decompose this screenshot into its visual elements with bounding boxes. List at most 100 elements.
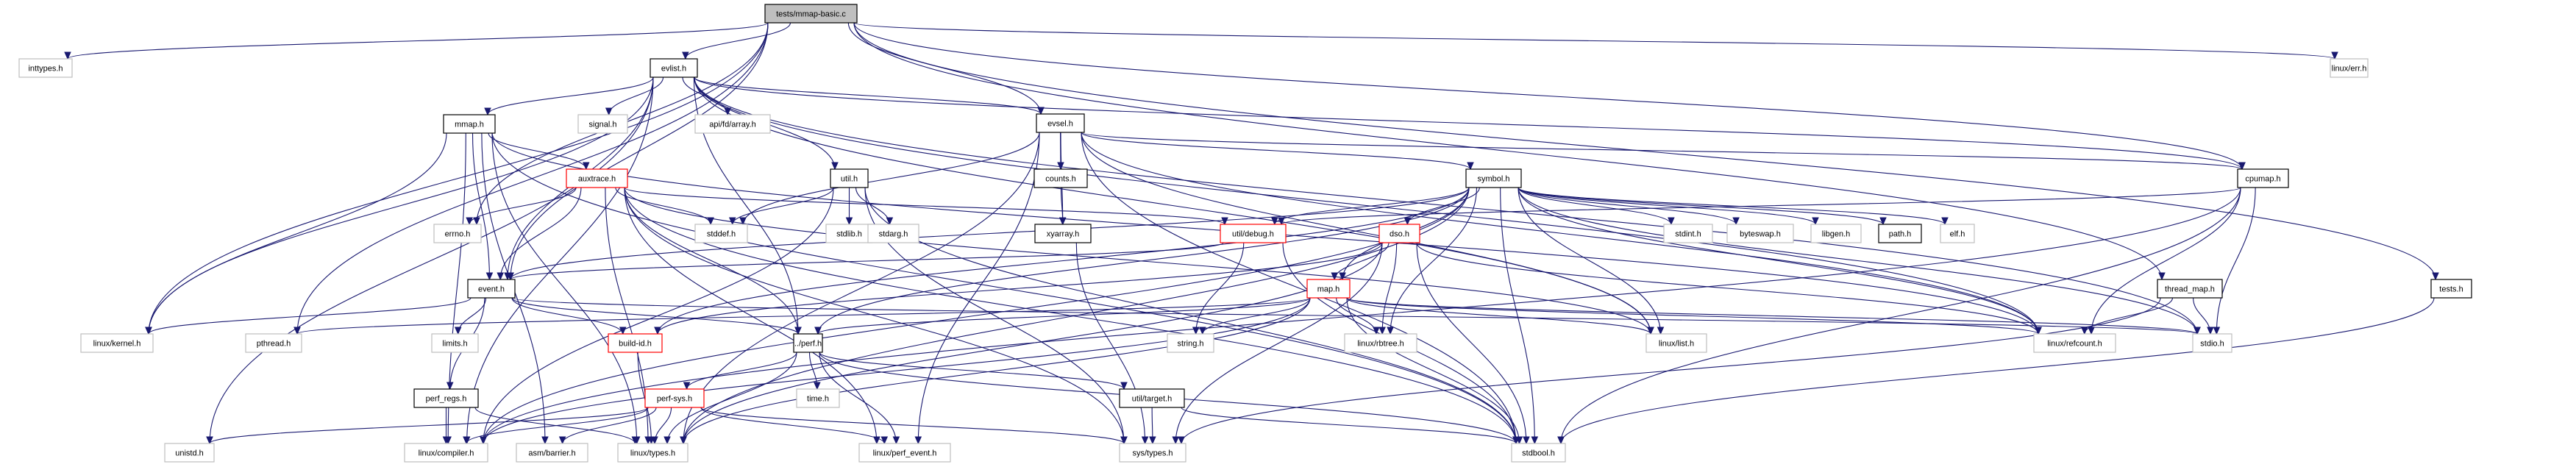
arrowhead-icon [484,107,491,116]
node-buildid[interactable]: build-id.h [608,333,663,353]
node-stdbool[interactable]: stdbool.h [1511,443,1566,463]
node-box[interactable] [1119,388,1185,408]
node-xyarray[interactable]: xyarray.h [1034,224,1092,243]
node-box[interactable] [1378,224,1420,243]
node-box[interactable] [2237,168,2289,188]
node-refcount[interactable]: linux/refcount.h [2033,333,2116,353]
node-perf-event[interactable]: linux/perf_event.h [858,443,951,463]
node-box[interactable] [1726,224,1794,243]
node-box[interactable] [1645,333,1707,353]
node-box[interactable] [1465,168,1522,188]
node-box[interactable] [1810,224,1862,243]
node-barrier[interactable]: asm/barrier.h [516,443,588,463]
node-unistd[interactable]: unistd.h [164,443,215,463]
node-box[interactable] [404,443,488,463]
node-thread-map[interactable]: thread_map.h [2157,279,2223,299]
node-auxtrace[interactable]: auxtrace.h [566,168,628,188]
node-map[interactable]: map.h [1306,279,1351,299]
node-cpumap[interactable]: cpumap.h [2237,168,2289,188]
node-path[interactable]: path.h [1878,224,1922,243]
node-box[interactable] [577,114,628,134]
node-stdarg[interactable]: stdarg.h [867,224,919,243]
node-box[interactable] [764,4,858,24]
node-limits[interactable]: limits.h [431,333,479,353]
node-box[interactable] [650,58,698,78]
node-box[interactable] [245,333,302,353]
node-box[interactable] [1220,224,1287,243]
node-box[interactable] [830,168,869,188]
node-box[interactable] [694,224,748,243]
node-inttypes[interactable]: inttypes.h [18,58,73,78]
node-box[interactable] [1036,113,1085,133]
node-signal[interactable]: signal.h [577,114,628,134]
node-perf-regs[interactable]: perf_regs.h [413,388,479,408]
node-libgen[interactable]: libgen.h [1810,224,1862,243]
node-stdio[interactable]: stdio.h [2192,333,2232,353]
node-box[interactable] [164,443,215,463]
node-box[interactable] [2192,333,2232,353]
node-box[interactable] [1033,168,1088,188]
node-stdint[interactable]: stdint.h [1663,224,1713,243]
node-box[interactable] [608,333,663,353]
node-rbtree[interactable]: linux/rbtree.h [1344,333,1417,353]
node-stdlib[interactable]: stdlib.h [825,224,873,243]
node-pthread[interactable]: pthread.h [245,333,302,353]
node-box[interactable] [1344,333,1417,353]
node-box[interactable] [566,168,628,188]
node-byteswap[interactable]: byteswap.h [1726,224,1794,243]
node-target[interactable]: util/target.h [1119,388,1185,408]
node-box[interactable] [1119,443,1186,463]
node-box[interactable] [2430,279,2472,299]
node-box[interactable] [2330,58,2369,78]
node-event[interactable]: event.h [467,279,516,299]
node-box[interactable] [867,224,919,243]
node-box[interactable] [1878,224,1922,243]
node-tests[interactable]: tests.h [2430,279,2472,299]
node-stddef[interactable]: stddef.h [694,224,748,243]
node-box[interactable] [516,443,588,463]
node-box[interactable] [858,443,951,463]
node-symbol[interactable]: symbol.h [1465,168,1522,188]
node-fdarray[interactable]: api/fd/array.h [694,114,771,134]
node-counts[interactable]: counts.h [1033,168,1088,188]
node-string[interactable]: string.h [1167,333,1214,353]
node-box[interactable] [18,58,73,78]
node-evlist[interactable]: evlist.h [650,58,698,78]
node-box[interactable] [413,388,479,408]
node-mmap[interactable]: mmap.h [443,114,496,134]
node-box[interactable] [80,333,154,353]
node-errno[interactable]: errno.h [433,224,482,243]
node-box[interactable] [431,333,479,353]
node-box[interactable] [433,224,482,243]
node-util[interactable]: util.h [830,168,869,188]
node-debug[interactable]: util/debug.h [1220,224,1287,243]
node-dso[interactable]: dso.h [1378,224,1420,243]
node-time[interactable]: time.h [796,388,840,408]
node-box[interactable] [644,388,705,408]
node-box[interactable] [1940,224,1975,243]
node-box[interactable] [2033,333,2116,353]
node-perf-sys[interactable]: perf-sys.h [644,388,705,408]
node-compiler[interactable]: linux/compiler.h [404,443,488,463]
node-box[interactable] [467,279,516,299]
node-elf[interactable]: elf.h [1940,224,1975,243]
node-list[interactable]: linux/list.h [1645,333,1707,353]
node-types[interactable]: linux/types.h [617,443,689,463]
node-sys-types[interactable]: sys/types.h [1119,443,1186,463]
node-box[interactable] [796,388,840,408]
node-root[interactable]: tests/mmap-basic.c [764,4,858,24]
node-box[interactable] [1511,443,1566,463]
node-perf[interactable]: ../perf.h [793,333,823,353]
node-box[interactable] [793,333,823,353]
node-linux-err[interactable]: linux/err.h [2330,58,2369,78]
node-evsel[interactable]: evsel.h [1036,113,1085,133]
node-box[interactable] [2157,279,2223,299]
node-box[interactable] [443,114,496,134]
node-box[interactable] [1034,224,1092,243]
node-box[interactable] [1306,279,1351,299]
node-box[interactable] [617,443,689,463]
node-linux-kernel[interactable]: linux/kernel.h [80,333,154,353]
node-box[interactable] [1663,224,1713,243]
node-box[interactable] [694,114,771,134]
node-box[interactable] [1167,333,1214,353]
